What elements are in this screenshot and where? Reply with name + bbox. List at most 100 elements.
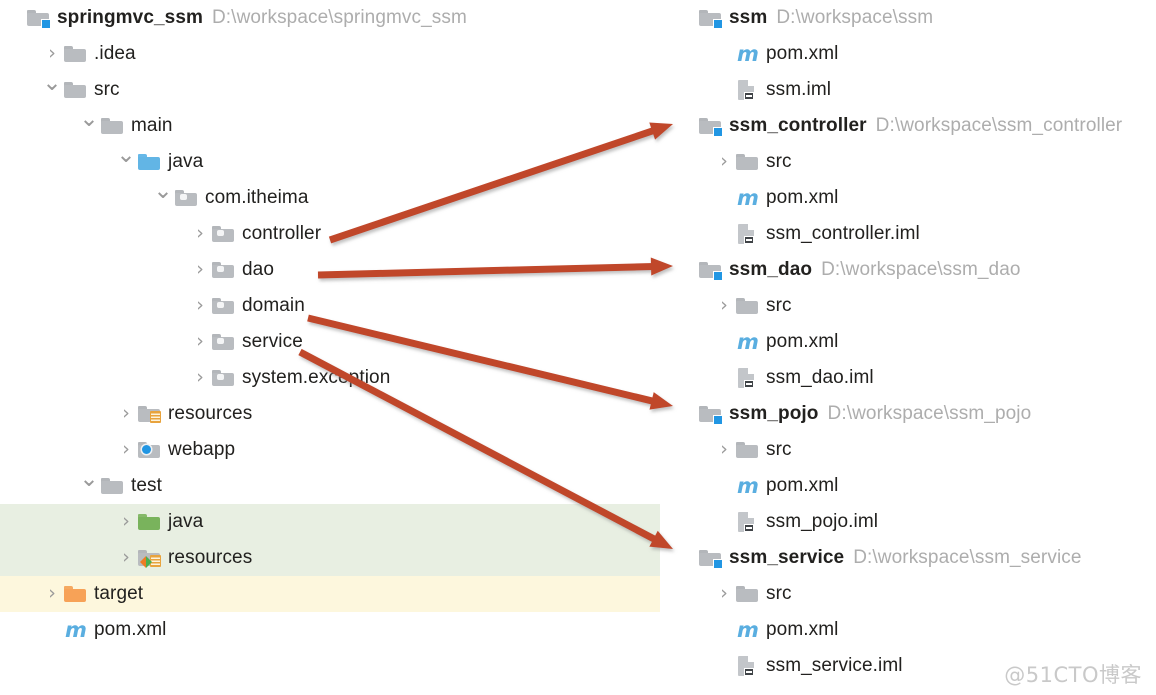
tree-row[interactable]: ⌄ com.itheima [0, 177, 660, 216]
tree-row[interactable]: › service [0, 324, 660, 360]
chevron-down-icon[interactable]: ⌄ [153, 177, 173, 204]
chevron-placeholder [41, 612, 63, 648]
iml-file-icon [735, 366, 761, 390]
tree-row[interactable]: ssm.iml [660, 72, 1156, 108]
tree-row-label: pom.xml [766, 331, 839, 352]
tree-row-path: D:\workspace\ssm_pojo [827, 403, 1032, 424]
chevron-placeholder [676, 0, 698, 36]
tree-row[interactable]: ›dao [0, 252, 660, 288]
chevron-right-icon[interactable]: › [196, 221, 204, 244]
chevron-placeholder [713, 504, 735, 540]
chevron-placeholder [713, 324, 735, 360]
tree-row-label: .idea [94, 43, 136, 64]
tree-row-label: resources [168, 547, 253, 568]
folder-icon [100, 114, 126, 138]
tree-row[interactable]: m pom.xml [660, 36, 1156, 72]
tree-row[interactable]: › system.exception [0, 360, 660, 396]
tree-row[interactable]: ›src [660, 288, 1156, 324]
chevron-right-icon[interactable]: › [720, 581, 728, 604]
tree-row-label: test [131, 475, 163, 496]
chevron-right-icon[interactable]: › [196, 329, 204, 352]
tree-row[interactable]: ›src [660, 576, 1156, 612]
chevron-down-icon[interactable]: ⌄ [79, 105, 99, 132]
tree-row[interactable]: ›controller [0, 216, 660, 252]
tree-row-label: system.exception [242, 367, 391, 388]
chevron-right-icon[interactable]: › [122, 437, 130, 460]
chevron-placeholder [713, 612, 735, 648]
chevron-right-icon[interactable]: › [196, 257, 204, 280]
chevron-placeholder [713, 72, 735, 108]
tree-row-label: service [242, 331, 303, 352]
tree-row[interactable]: ›src [660, 432, 1156, 468]
chevron-placeholder [4, 0, 26, 36]
chevron-right-icon[interactable]: › [48, 41, 56, 64]
tree-row[interactable]: ⌄src [0, 69, 660, 108]
chevron-right-icon[interactable]: › [720, 437, 728, 460]
chevron-right-icon[interactable]: › [122, 401, 130, 424]
chevron-right-icon[interactable]: › [48, 581, 56, 604]
tree-row[interactable]: ssm_service.iml [660, 648, 1156, 684]
test-source-folder-icon [137, 510, 163, 534]
folder-icon [735, 294, 761, 318]
chevron-right-icon[interactable]: › [720, 149, 728, 172]
test-resources-folder-icon [137, 546, 163, 570]
tree-row-label: ssm_service.iml [766, 655, 903, 676]
maven-icon: m [737, 330, 759, 354]
chevron-down-icon[interactable]: ⌄ [79, 465, 99, 492]
tree-row[interactable]: ssm_dao.iml [660, 360, 1156, 396]
tree-row[interactable]: ⌄main [0, 105, 660, 144]
tree-row[interactable]: ›webapp [0, 432, 660, 468]
tree-row[interactable]: › .idea [0, 36, 660, 72]
chevron-right-icon[interactable]: › [196, 293, 204, 316]
tree-row-label: java [168, 511, 204, 532]
folder-icon [735, 438, 761, 462]
tree-row[interactable]: ›resources [0, 396, 660, 432]
chevron-placeholder [676, 252, 698, 288]
tree-row[interactable]: ⌄java [0, 141, 660, 180]
chevron-placeholder [676, 540, 698, 576]
tree-row[interactable]: ⌄ test [0, 465, 660, 504]
resources-folder-icon [137, 402, 163, 426]
tree-row-label: ssm_controller [729, 115, 867, 136]
chevron-down-icon[interactable]: ⌄ [116, 141, 136, 168]
tree-row-path: D:\workspace\ssm_service [853, 547, 1082, 568]
tree-row-label: ssm_controller.iml [766, 223, 920, 244]
chevron-right-icon[interactable]: › [196, 365, 204, 388]
tree-row-label: pom.xml [766, 475, 839, 496]
chevron-right-icon[interactable]: › [122, 509, 130, 532]
tree-row-label: com.itheima [205, 187, 309, 208]
tree-row[interactable]: › resources [0, 540, 660, 576]
package-icon [174, 186, 200, 210]
webapp-folder-icon [137, 438, 163, 462]
tree-row[interactable]: ›domain [0, 288, 660, 324]
chevron-down-icon[interactable]: ⌄ [42, 69, 62, 96]
tree-row-label: ssm_dao [729, 259, 813, 280]
folder-icon [100, 474, 126, 498]
tree-row-label: target [94, 583, 144, 604]
tree-row-label: pom.xml [766, 43, 839, 64]
maven-icon: m [65, 618, 87, 642]
chevron-right-icon[interactable]: › [122, 545, 130, 568]
tree-row[interactable]: › java [0, 504, 660, 540]
package-icon [211, 294, 237, 318]
tree-row[interactable]: ssm_controller.iml [660, 216, 1156, 252]
chevron-right-icon[interactable]: › [720, 293, 728, 316]
tree-row[interactable]: ssm_pojo.iml [660, 504, 1156, 540]
tree-row-label: ssm_pojo.iml [766, 511, 879, 532]
tree-row[interactable]: ›src [660, 144, 1156, 180]
tree-row-path: D:\workspace\ssm_dao [821, 259, 1021, 280]
tree-row[interactable]: m pom.xml [660, 324, 1156, 360]
tree-row[interactable]: › target [0, 576, 660, 612]
tree-row[interactable]: ssm_dao D:\workspace\ssm_dao [660, 252, 1156, 288]
maven-icon: m [737, 42, 759, 66]
